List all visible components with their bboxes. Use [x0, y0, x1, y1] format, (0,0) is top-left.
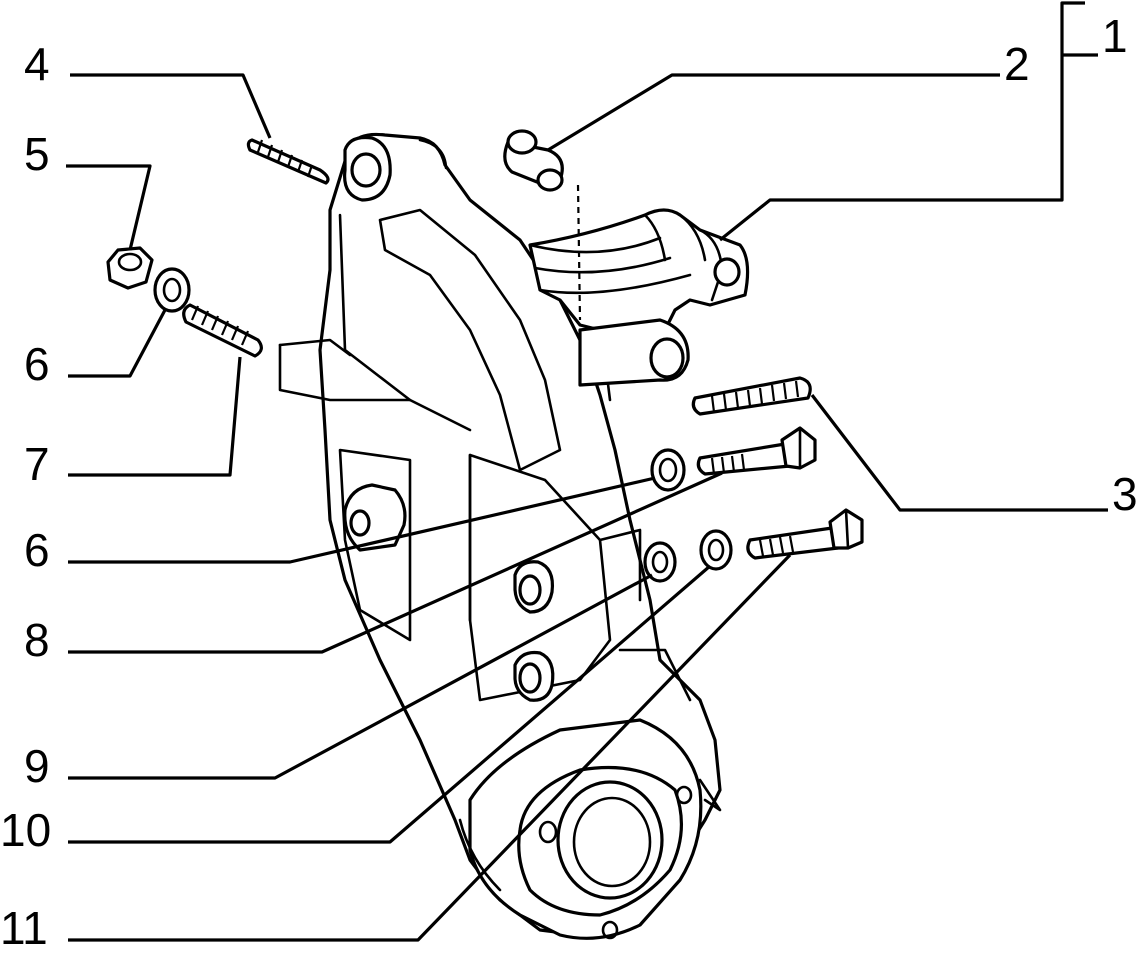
callout-8: 8 — [24, 614, 50, 666]
callout-7: 7 — [24, 438, 50, 490]
callout-6-top: 6 — [24, 338, 50, 390]
main-bracket — [278, 132, 722, 940]
callout-1: 1 — [1102, 10, 1128, 62]
bushing-2 — [503, 129, 564, 192]
washer-10 — [699, 529, 733, 571]
support-arm — [528, 184, 750, 387]
washer-6-center — [650, 448, 686, 492]
hex-bolt-11 — [746, 508, 864, 560]
washer-9 — [643, 541, 677, 583]
callout-3: 3 — [1112, 468, 1138, 520]
hex-nut-5 — [106, 246, 154, 290]
callout-10: 10 — [0, 804, 51, 856]
callout-4: 4 — [24, 38, 50, 90]
callout-11: 11 — [0, 902, 48, 954]
washer-6-top — [153, 267, 191, 313]
callout-5: 5 — [24, 128, 50, 180]
callout-9: 9 — [24, 740, 50, 792]
leader-lines — [66, 1, 1108, 942]
stud-7 — [182, 303, 263, 358]
callout-labels: 1 2 3 4 5 6 6 7 8 9 10 11 — [0, 10, 1138, 954]
stud-4 — [246, 138, 330, 185]
callout-2: 2 — [1004, 38, 1030, 90]
callout-6-center: 6 — [24, 524, 50, 576]
stud-3 — [691, 376, 812, 416]
hex-bolt-8 — [696, 426, 817, 476]
